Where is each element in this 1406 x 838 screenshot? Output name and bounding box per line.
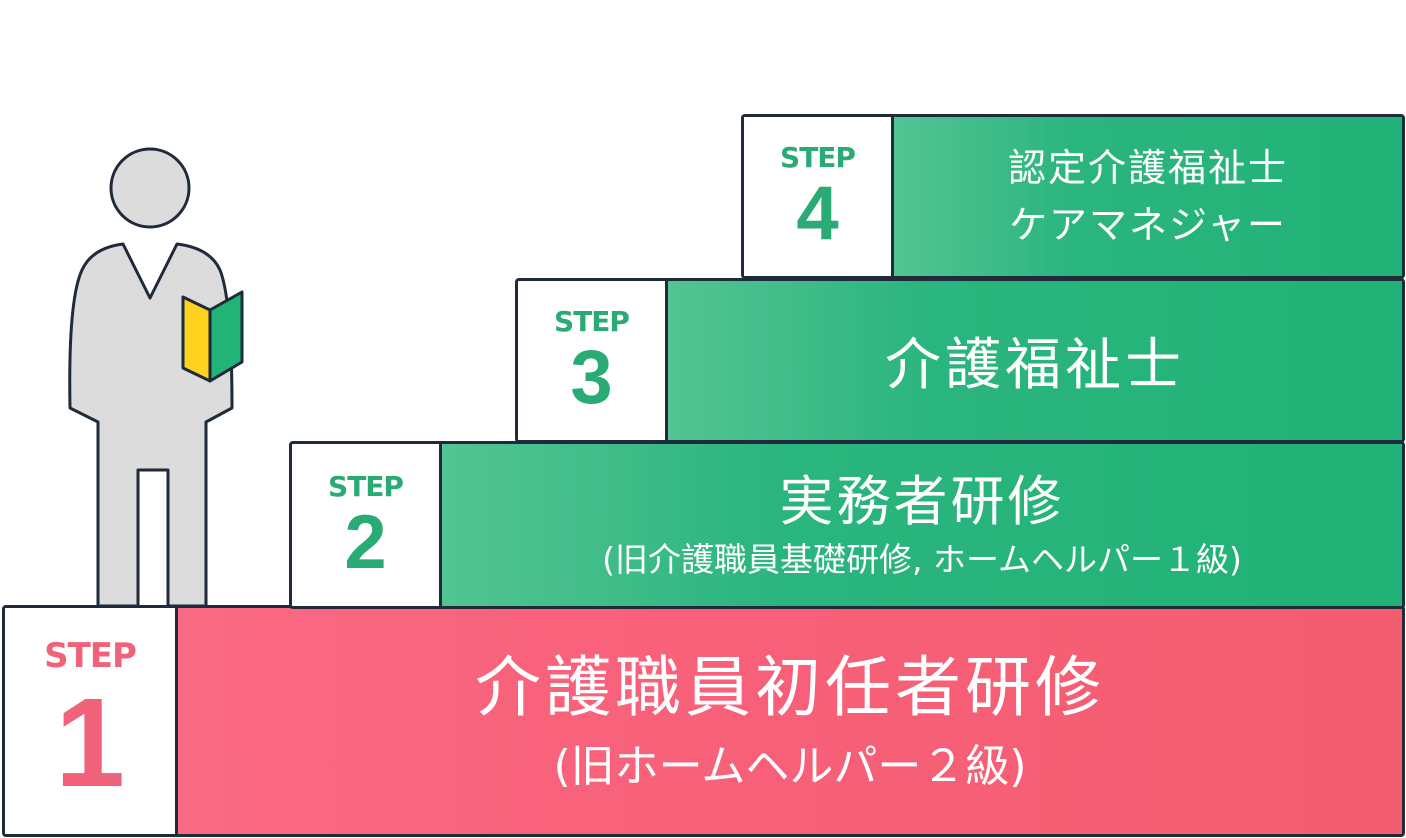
step-2-badge: STEP 2: [292, 444, 442, 606]
step-number: 4: [796, 171, 839, 256]
step-title: 介護職員初任者研修: [475, 648, 1105, 726]
step-label: STEP: [44, 636, 137, 676]
step-subtitle: ケアマネジャー: [1008, 202, 1288, 247]
person-with-beginner-mark-icon: [68, 147, 244, 608]
step-subtitle: (旧介護職員基礎研修, ホームヘルパー１級): [602, 540, 1242, 579]
step-number: 1: [54, 672, 126, 813]
step-number: 2: [344, 499, 387, 585]
step-label: STEP: [328, 469, 404, 503]
step-title: 介護福祉士: [885, 333, 1185, 398]
step-subtitle: (旧ホームヘルパー２級): [553, 741, 1027, 793]
step-label: STEP: [780, 141, 856, 174]
step-3-badge: STEP 3: [518, 281, 668, 440]
step-3-bar: 介護福祉士: [668, 281, 1402, 440]
step-title: 実務者研修: [779, 469, 1065, 533]
step-1-card: STEP 1 介護職員初任者研修 (旧ホームヘルパー２級): [2, 605, 1405, 837]
step-2-bar: 実務者研修 (旧介護職員基礎研修, ホームヘルパー１級): [442, 444, 1402, 606]
step-1-badge: STEP 1: [5, 608, 178, 834]
step-4-card: STEP 4 認定介護福祉士 ケアマネジャー: [741, 114, 1405, 279]
beginner-mark-icon: [181, 290, 244, 383]
step-number: 3: [570, 335, 613, 420]
step-3-card: STEP 3 介護福祉士: [515, 278, 1405, 443]
step-4-badge: STEP 4: [744, 117, 894, 276]
step-title: 認定介護福祉士: [1007, 145, 1288, 190]
step-label: STEP: [554, 305, 630, 338]
step-1-bar: 介護職員初任者研修 (旧ホームヘルパー２級): [178, 608, 1402, 834]
step-2-card: STEP 2 実務者研修 (旧介護職員基礎研修, ホームヘルパー１級): [289, 441, 1405, 609]
step-4-bar: 認定介護福祉士 ケアマネジャー: [894, 117, 1402, 276]
